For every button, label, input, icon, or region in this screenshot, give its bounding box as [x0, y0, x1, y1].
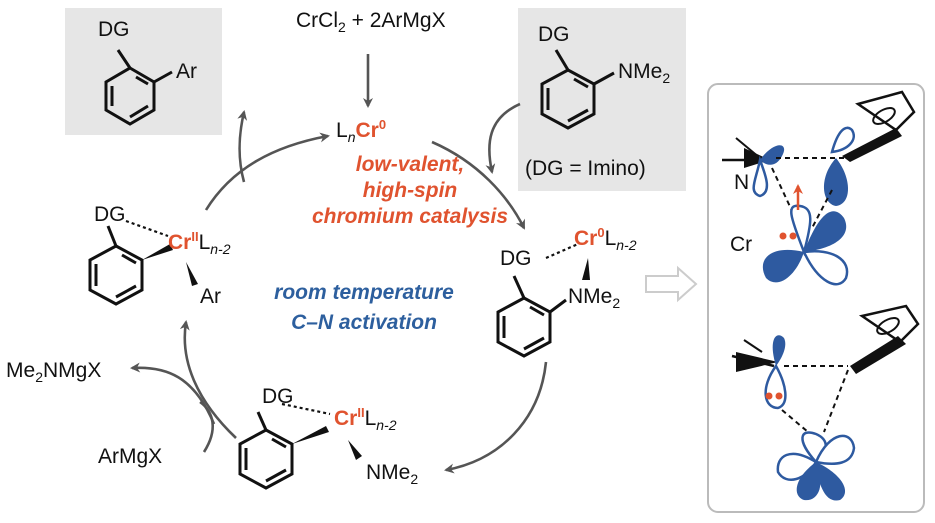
left-cr-label: CrIILn-2: [168, 229, 231, 256]
right-nme-sub: 2: [612, 295, 621, 311]
bottom-nme-wedge: [348, 440, 362, 460]
arrow-byproduct-out: [130, 362, 216, 425]
bottom-cr: Cr: [334, 407, 358, 430]
catalyst-n: n: [347, 129, 356, 145]
crcl-text: CrCl: [296, 9, 338, 32]
right-cr-ox: 0: [597, 225, 605, 240]
theme-orange-block: low-valent, high-spin chromium catalysis: [290, 152, 530, 230]
product-benzene-ring: [104, 49, 173, 126]
left-L: L: [198, 231, 211, 254]
armgx-reagent-label: ArMgX: [98, 445, 163, 468]
theme-orange-line-2: high-spin: [362, 179, 458, 202]
substrate-nme2-label: NMe2: [618, 60, 670, 85]
substrate-dg-label: DG: [538, 23, 570, 46]
bottom-dg-label: DG: [262, 385, 294, 408]
left-dg-label: DG: [94, 203, 126, 226]
byproduct-label: Me2NMgX: [6, 359, 102, 384]
bottom-nme: NMe: [366, 461, 411, 484]
arrow-substrate-in: [485, 102, 521, 174]
right-nme: NMe: [568, 285, 613, 308]
arrow-product-out: [237, 110, 248, 183]
byproduct-rest: NMgX: [42, 359, 102, 382]
right-cr: Cr: [574, 227, 598, 250]
bottom-nme2-label: NMe2: [366, 461, 418, 486]
bottom-L: L: [364, 407, 377, 430]
catalyst-label: LnCr0: [336, 117, 387, 144]
grignard-text: + 2ArMgX: [345, 9, 446, 32]
product-dg-label: DG: [98, 18, 130, 41]
right-dg-label: DG: [500, 247, 532, 270]
substrate-nme-text: NMe: [618, 60, 663, 83]
substrate-dg-note: (DG = Imino): [525, 157, 646, 180]
left-ar-label: Ar: [200, 285, 221, 308]
crcl-subscript: 2: [338, 19, 346, 35]
bottom-wedge-bond: [292, 426, 329, 444]
bottom-cr-label: CrIILn-2: [334, 405, 397, 432]
arrow-right-to-bottom: [444, 361, 548, 474]
left-wedge-bond: [142, 244, 173, 260]
catalyst-oxidation-state: 0: [378, 117, 387, 132]
left-dashed-bond: [125, 219, 169, 238]
bottom-cr-ox: II: [357, 405, 365, 420]
arrow-left-to-catalyst: [204, 132, 330, 211]
theme-orange-line-3: chromium catalysis: [311, 205, 509, 228]
byproduct-sub: 2: [35, 369, 43, 385]
catalyst-cr: Cr: [355, 119, 379, 142]
panel-pointer-arrow: [645, 265, 698, 303]
theme-blue-block: room temperature C–N activation: [244, 278, 484, 338]
bottom-dashed-bond: [281, 402, 331, 416]
theme-blue-line-1: room temperature: [274, 281, 454, 304]
orbital-cr-label: Cr: [730, 233, 753, 256]
bottom-nme-sub: 2: [410, 471, 419, 487]
substrate-benzene-ring: [540, 49, 615, 130]
bottom-intermediate-ring: [238, 411, 294, 490]
orbital-n-label: N: [734, 171, 750, 194]
theme-orange-line-1: low-valent,: [355, 153, 465, 176]
orbital-upper-diagram: [722, 90, 916, 286]
substrate-box: [518, 8, 686, 191]
theme-blue-line-2: C–N activation: [291, 311, 437, 334]
product-ar-label: Ar: [176, 60, 197, 83]
right-intermediate-ring: [496, 275, 567, 358]
arrow-catalyst-to-right: [431, 140, 526, 230]
left-ar-wedge: [186, 262, 198, 286]
left-intermediate-ring: [88, 225, 144, 306]
right-L-sub: n-2: [616, 237, 637, 253]
right-nme2-label: NMe2: [568, 285, 620, 310]
catalyst-L: L: [336, 119, 348, 142]
reagents-label: CrCl2 + 2ArMgX: [296, 9, 446, 34]
bottom-L-sub: n-2: [376, 417, 397, 433]
byproduct-me: Me: [6, 359, 36, 382]
arrow-bottom-to-left: [179, 320, 237, 439]
orbital-lower-diagram: [731, 304, 920, 501]
left-L-sub: n-2: [210, 241, 231, 257]
left-cr: Cr: [168, 231, 192, 254]
right-nme-wedge: [582, 258, 590, 280]
right-L: L: [604, 227, 617, 250]
substrate-nme-subscript: 2: [662, 70, 671, 86]
product-box: [65, 8, 222, 135]
left-cr-ox: II: [191, 229, 199, 244]
right-cr-label: Cr0Ln-2: [574, 225, 637, 252]
